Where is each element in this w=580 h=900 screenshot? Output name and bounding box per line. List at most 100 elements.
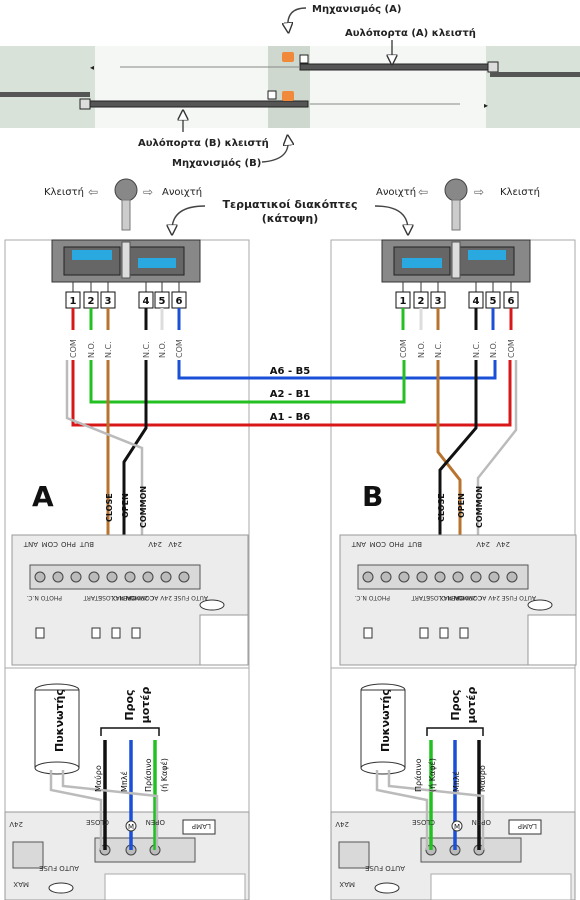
motor-panel-b: [330, 667, 576, 900]
terminal-number: 2: [418, 296, 425, 307]
svg-text:⇨: ⇨: [474, 185, 484, 199]
svg-text:⇨: ⇨: [143, 185, 153, 199]
fuse-icon: [199, 599, 225, 611]
motor-small-block: [12, 841, 44, 869]
screw-icon: [178, 571, 190, 583]
wire-open-b: OPEN: [457, 493, 466, 518]
motor-board-cutout: [104, 873, 246, 900]
screw-icon: [488, 571, 500, 583]
capacitor-wire: [49, 770, 103, 850]
terminal-number: 6: [508, 296, 515, 307]
terminal-label: COM: [69, 339, 78, 358]
screw-icon: [506, 571, 518, 583]
fuse-icon: [374, 882, 400, 894]
board-label: 24V AC 200mA MAX: [112, 594, 172, 601]
screw-icon: [398, 571, 410, 583]
board-top-label: 24V: [148, 540, 162, 548]
fuse-icon: [48, 882, 74, 894]
lamp-label: LAMP: [518, 822, 537, 830]
board-label: CLOSE: [98, 594, 118, 601]
svg-text:⇦: ⇦: [418, 185, 428, 199]
terminal-number: 2: [88, 296, 95, 307]
motor-b-icon: [282, 91, 294, 101]
motor-m-label: M: [128, 823, 134, 831]
capacitor-bottom: [360, 761, 406, 775]
board-label: START: [83, 594, 102, 601]
board-label: AUTO FUSE: [502, 594, 536, 601]
board-top-label: 24V: [476, 540, 490, 548]
svg-text:⇦: ⇦: [88, 185, 98, 199]
hinge-a-icon: [487, 61, 499, 73]
motor-panel-a: [4, 667, 250, 900]
motor-open-label: OPEN: [146, 818, 165, 826]
capacitor-label: Πυκνωτής: [53, 689, 66, 752]
lamp-label: LAMP: [192, 822, 211, 830]
jumper-icon: [111, 627, 121, 639]
terminal-label: N.O.: [87, 341, 96, 358]
screw-icon: [452, 571, 464, 583]
motor-24v-label: 24V: [335, 820, 349, 828]
motor-wire-label: Μαύρο: [93, 765, 103, 792]
motor-small-block: [338, 841, 370, 869]
motor-wire-label: (ή Καφέ): [427, 758, 437, 792]
to-motor-2: μοτέρ: [139, 687, 152, 724]
terminal-number: 1: [70, 296, 77, 307]
motor-terminal-block: [94, 837, 196, 863]
terminal-label: COM: [399, 339, 408, 358]
link-a1-b6: A1 - B6: [270, 412, 310, 423]
jumper-icon: [439, 627, 449, 639]
capacitor-label: Πυκνωτής: [379, 689, 392, 752]
terminal-number: 4: [473, 296, 480, 307]
brace: [426, 727, 484, 736]
terminal-label: N.C.: [104, 341, 113, 358]
jumper-icon: [419, 627, 429, 639]
jumper-icon: [35, 627, 45, 639]
motor-wire-label: Πράσινο: [414, 758, 423, 792]
screw-icon: [434, 571, 446, 583]
wire-close-b: CLOSE: [437, 493, 446, 522]
screw-icon: [362, 571, 374, 583]
board-label: COMMON: [126, 594, 154, 601]
jumper-icon: [131, 627, 141, 639]
motor-terminal-block: [420, 837, 522, 863]
wire-common-b: COMMON: [475, 486, 484, 528]
fuse-icon: [527, 599, 553, 611]
limit-switch-b: [381, 239, 531, 283]
motor-wire-label: Μαύρο: [477, 765, 487, 792]
mech-b-label: Μηχανισμός (Β): [172, 157, 261, 169]
motor-wire-label: (ή Καφέ): [159, 758, 169, 792]
terminal-label: COM: [507, 339, 516, 358]
lamp-box: [508, 819, 542, 835]
leaf-a-label: Αυλόπορτα (Α) κλειστή: [345, 27, 476, 39]
limit-title: Τερματικοί διακόπτες: [222, 198, 357, 211]
board-label: CLOSE: [426, 594, 446, 601]
arrow-icon: [261, 140, 288, 163]
lamp-box: [182, 819, 216, 835]
board-top-label: 24V: [496, 540, 510, 548]
hinge-b-icon: [79, 98, 91, 110]
brace: [100, 727, 160, 736]
to-motor-1: Προς: [449, 689, 462, 720]
screw-icon: [160, 571, 172, 583]
motor-board-cutout: [430, 873, 572, 900]
screw-icon: [124, 571, 136, 583]
board-label: OPEN: [119, 594, 136, 601]
board-top-label: COM: [370, 540, 386, 548]
screw-icon: [34, 571, 46, 583]
terminal-label: N.C.: [434, 341, 443, 358]
motor-max-label: MAX: [339, 880, 355, 888]
screw-icon: [416, 571, 428, 583]
screw-icon: [106, 571, 118, 583]
motor-max-label: MAX: [13, 880, 29, 888]
link-a6-b5: A6 - B5: [270, 366, 310, 377]
terminal-number: 4: [143, 296, 150, 307]
wire-common-a: COMMON: [139, 486, 148, 528]
motor-24v-label: 24V: [9, 820, 23, 828]
motor-m-label: M: [454, 823, 460, 831]
motor-close-label: CLOSE: [412, 818, 435, 826]
